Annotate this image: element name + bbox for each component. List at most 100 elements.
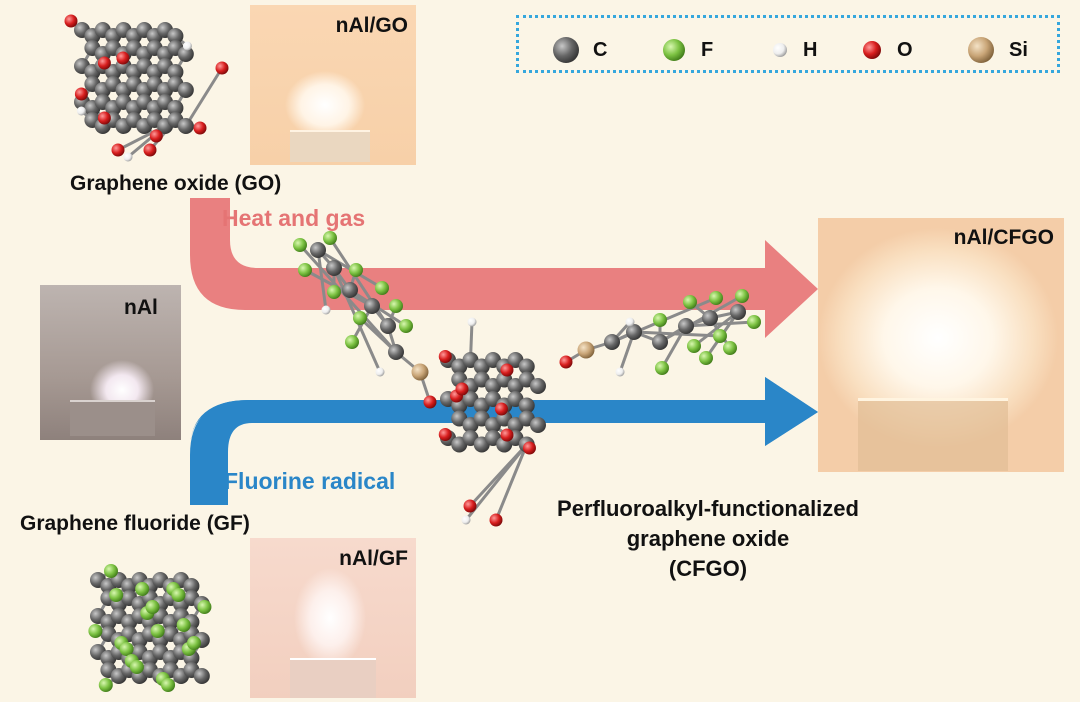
fluorine-atom: [298, 263, 312, 277]
hydrogen-atom: [375, 367, 385, 377]
fluorine-atom: [104, 564, 118, 578]
fluorine-atom: [150, 624, 165, 638]
fluorine-atom: [323, 231, 337, 245]
carbon-atom: [518, 358, 535, 375]
photo-label-nal-cfgo: nAl/CFGO: [953, 226, 1054, 249]
oxygen-atom: [74, 87, 88, 101]
oxygen-atom-icon: [863, 41, 881, 59]
carbon-atom: [342, 282, 358, 298]
photo-label-nal-go: nAl/GO: [335, 14, 408, 37]
fluorine-atom: [88, 624, 103, 638]
fluorine-atom: [353, 311, 367, 325]
oxygen-atom: [193, 121, 207, 135]
photo-nal-gf: nAl/GF: [250, 538, 416, 698]
fluorine-atom: [735, 289, 749, 303]
oxygen-atom: [64, 14, 78, 28]
fluorine-atom: [653, 313, 667, 327]
hydrogen-atom: [615, 367, 625, 377]
photo-nal-go: nAl/GO: [250, 5, 416, 165]
fluorine-atom: [683, 295, 697, 309]
carbon-atom: [604, 334, 620, 350]
fluorine-atom: [327, 285, 341, 299]
fluorine-atom: [98, 678, 113, 692]
fluorine-atom: [161, 678, 176, 692]
fluorine-atom: [389, 299, 403, 313]
bond: [685, 320, 755, 328]
carbon-atom: [326, 260, 342, 276]
carbon-atom: [167, 28, 184, 44]
oxygen-atom: [500, 428, 514, 442]
carbon-atom: [380, 318, 396, 334]
carbon-atom: [702, 310, 718, 326]
fluorine-atom: [145, 600, 160, 614]
hydrogen-atom: [467, 317, 477, 327]
legend-item-fluorine: F: [659, 35, 713, 65]
legend-item-oxygen: O: [859, 35, 913, 65]
legend-item-silicon: Si: [965, 35, 1028, 65]
fluorine-atom: [345, 335, 359, 349]
gf-label: Graphene fluoride (GF): [20, 512, 250, 535]
oxygen-atom: [215, 61, 229, 75]
legend-item-carbon: C: [551, 35, 607, 65]
carbon-atom: [529, 417, 546, 433]
go-label: Graphene oxide (GO): [70, 172, 282, 195]
fluorine-atom: [187, 636, 202, 650]
oxygen-atom: [97, 111, 111, 125]
oxygen-atom: [489, 513, 503, 527]
oxygen-atom: [438, 350, 452, 363]
oxygen-atom: [500, 363, 514, 377]
fluorine-atom: [687, 339, 701, 353]
fluorine-arrow-body: [190, 377, 818, 505]
photo-label-nal-gf: nAl/GF: [339, 547, 408, 570]
legend-label: O: [897, 38, 913, 61]
carbon-atom: [364, 298, 380, 314]
hydrogen-atom-icon: [773, 43, 787, 57]
fluorine-atom: [747, 315, 761, 329]
cfgo-label-line1: Perfluoroalkyl-functionalized: [557, 496, 859, 521]
cfgo-molecule: [293, 231, 761, 527]
carbon-atom: [529, 378, 546, 394]
cfgo-label-line3: (CFGO): [668, 556, 748, 581]
fluorine-atom: [375, 281, 389, 295]
bond: [184, 67, 224, 127]
graphene-oxide-molecule: [64, 14, 229, 162]
carbon-atom: [167, 64, 184, 80]
oxygen-atom: [97, 56, 111, 70]
fluorine-atom: [723, 341, 737, 355]
bond: [494, 443, 529, 521]
bond: [358, 316, 398, 354]
carbon-atom: [193, 668, 210, 684]
oxygen-atom: [463, 499, 477, 513]
hydrogen-atom: [123, 152, 133, 162]
silicon-atom: [577, 341, 595, 359]
hydrogen-atom: [461, 515, 471, 525]
fluorine-atom: [119, 642, 134, 656]
carbon-atom: [626, 324, 642, 340]
photo-nal-cfgo: nAl/CFGO: [818, 218, 1064, 472]
hydrogen-atom: [321, 305, 331, 315]
carbon-atom: [177, 46, 194, 62]
fluorine-atom: [699, 351, 713, 365]
fluorine-atom: [176, 618, 191, 632]
oxygen-atom: [438, 428, 452, 441]
fluorine-atom: [709, 291, 723, 305]
fluorine-atom: [399, 319, 413, 333]
carbon-atom: [388, 344, 404, 360]
bond: [659, 294, 743, 344]
fluorine-atom: [109, 588, 124, 602]
legend-label: Si: [1009, 38, 1028, 61]
fluorine-atom: [129, 660, 144, 674]
bond: [316, 249, 328, 311]
fluorine-atom: [171, 588, 186, 602]
silicon-atom-icon: [968, 37, 994, 63]
oxygen-atom: [559, 355, 573, 369]
carbon-atom: [652, 334, 668, 350]
carbon-atom: [167, 100, 184, 116]
oxygen-atom: [494, 402, 508, 416]
fluorine-atom: [197, 600, 212, 614]
bond: [328, 237, 390, 327]
carbon-atom-icon: [553, 37, 579, 63]
atom-legend: C F H O Si: [516, 15, 1060, 73]
silicon-atom: [411, 363, 429, 381]
